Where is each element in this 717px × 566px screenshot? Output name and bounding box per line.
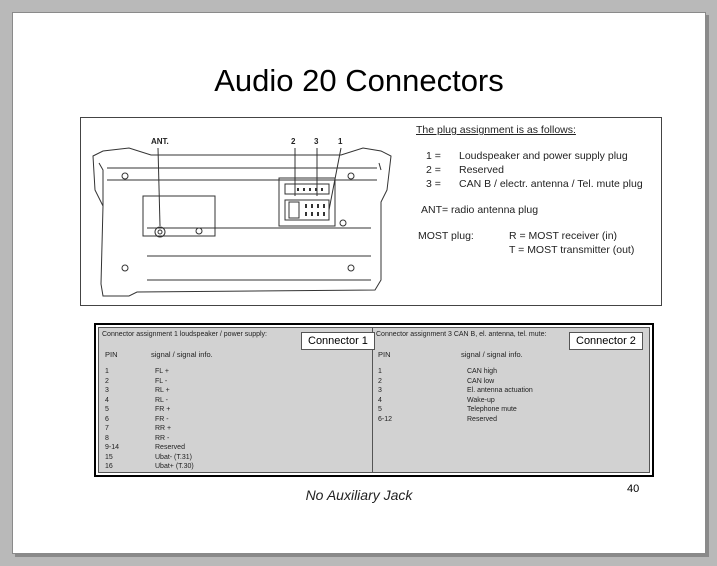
connector-2-column: Connector assignment 3 CAN B, el. antenn… [373, 328, 649, 472]
pin-number: 4 [105, 396, 109, 404]
signal-name: RR - [155, 434, 170, 442]
pin-number: 15 [105, 453, 113, 461]
table-row: 16 Ubat+ (T.30) [99, 463, 372, 473]
signal-name: Ubat+ (T.30) [155, 463, 194, 470]
connector-number-label: 2 [291, 137, 296, 146]
table-body: Connector assignment 1 loudspeaker / pow… [98, 327, 650, 473]
radio-back-panel-drawing: ANT. 2 3 1 [92, 137, 392, 297]
plug-item-text: Loudspeaker and power supply plug [459, 150, 628, 162]
plug-item-text: CAN B / electr. antenna / Tel. mute plug [459, 178, 643, 190]
table-row: 3 El. antenna actuation [373, 387, 649, 397]
table-row: 4 RL - [99, 397, 372, 407]
pin-number: 1 [378, 368, 382, 375]
pin-number: 5 [378, 406, 382, 413]
signal-name: CAN low [467, 377, 495, 385]
plug-assignment-heading: The plug assignment is as follows: [416, 124, 576, 136]
pin-header: PIN [378, 350, 391, 359]
pin-number: 1 [105, 368, 109, 375]
table-row: 7 RR + [99, 425, 372, 435]
most-transmitter-text: T = MOST transmitter (out) [509, 244, 635, 256]
pin-number: 6 [105, 415, 109, 423]
table-row: 5 FR + [99, 406, 372, 416]
table-row: 1 FL + [99, 368, 372, 378]
connector-2-rows: 1 CAN high 2 CAN low 3 El. antenna actuation 4… [373, 368, 649, 425]
table-row: 8 RR - [99, 435, 372, 445]
table-row: 2 CAN low [373, 378, 649, 388]
connector-2-header: Connector assignment 3 CAN B, el. antenn… [376, 331, 547, 338]
connector-2-label: Connector 2 [569, 332, 643, 350]
pin-number: 6-12 [378, 415, 393, 423]
table-row: 4 Wake-up [373, 397, 649, 407]
signal-name: CAN high [467, 368, 497, 375]
table-row: 6 FR - [99, 416, 372, 426]
pin-header: PIN [105, 350, 118, 359]
connector-number-label: 3 [314, 137, 319, 146]
pin-number: 9-14 [105, 444, 120, 451]
signal-name: FR - [155, 415, 169, 423]
connector-number-label: 1 [338, 137, 343, 146]
signal-name: FL + [155, 368, 169, 375]
connector-diagram: ANT. 2 3 1 The plug assignment is as fol… [80, 117, 662, 306]
plug-item-number: 3 = [426, 178, 441, 190]
plug-item-number: 2 = [426, 164, 441, 176]
table-row: 5 Telephone mute [373, 406, 649, 416]
pin-number: 4 [378, 396, 382, 404]
signal-name: FL - [155, 377, 168, 385]
connector-1-column: Connector assignment 1 loudspeaker / pow… [99, 328, 375, 473]
table-row: 6-12 Reserved [373, 416, 649, 426]
plug-item-number: 1 = [426, 150, 441, 162]
pin-number: 3 [105, 387, 109, 394]
signal-name: Telephone mute [467, 406, 517, 413]
pin-number: 5 [105, 406, 109, 413]
ant-description: ANT= radio antenna plug [421, 204, 539, 216]
signal-name: Ubat- (T.31) [155, 453, 192, 461]
ant-label: ANT. [151, 137, 169, 146]
pin-number: 16 [105, 463, 113, 470]
signal-header: signal / signal info. [461, 350, 523, 359]
connector-1-rows: 1 FL + 2 FL - 3 RL + 4 RL - 5 FR + 6 FR - 7 RR + 8 RR -… [99, 368, 372, 473]
most-receiver-text: R = MOST receiver (in) [509, 230, 618, 242]
table-row: 9-14 Reserved [99, 444, 372, 454]
signal-name: FR + [155, 406, 171, 413]
table-row: 2 FL - [99, 378, 372, 388]
signal-name: RL + [155, 387, 170, 394]
table-row: 1 CAN high [373, 368, 649, 378]
slide-caption: No Auxiliary Jack [305, 487, 413, 503]
signal-name: Wake-up [467, 396, 495, 404]
signal-header: signal / signal info. [151, 350, 213, 359]
pin-number: 2 [105, 377, 109, 385]
slide: Audio 20 Connectors [12, 12, 706, 554]
pin-number: 7 [105, 425, 109, 432]
pin-number: 2 [378, 377, 382, 385]
pin-number: 3 [378, 387, 382, 394]
signal-name: Reserved [155, 444, 185, 451]
signal-name: El. antenna actuation [467, 387, 533, 394]
most-plug-label: MOST plug: [418, 230, 474, 242]
signal-name: RL - [155, 396, 168, 404]
signal-name: RR + [155, 425, 172, 432]
connector-1-label: Connector 1 [301, 332, 375, 350]
plug-item-text: Reserved [459, 164, 504, 176]
connector-1-header: Connector assignment 1 loudspeaker / pow… [102, 331, 267, 338]
connector-assignment-table: Connector assignment 1 loudspeaker / pow… [94, 323, 654, 477]
slide-title: Audio 20 Connectors [214, 63, 504, 98]
pin-number: 8 [105, 434, 109, 442]
signal-name: Reserved [467, 415, 497, 423]
table-row: 3 RL + [99, 387, 372, 397]
page-number: 40 [627, 483, 640, 495]
table-row: 15 Ubat- (T.31) [99, 454, 372, 464]
